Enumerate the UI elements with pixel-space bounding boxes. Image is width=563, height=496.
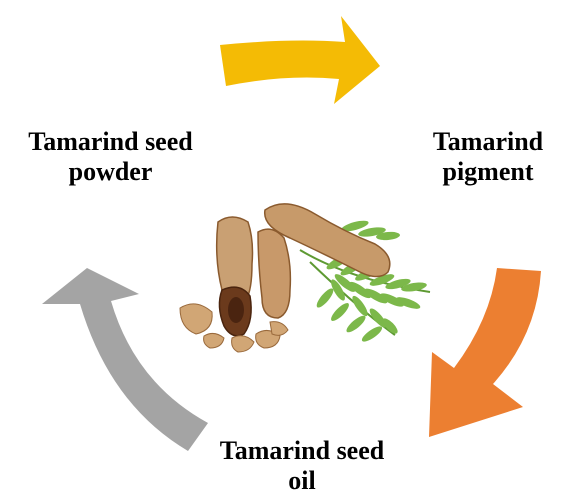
label-pigment-line2: pigment [414,157,562,187]
label-tamarind-pigment: Tamarind pigment [414,127,562,187]
arrow-left [42,268,208,451]
label-oil-line2: oil [188,466,416,496]
label-powder-line2: powder [8,157,213,187]
tamarind-pods-image [180,204,430,352]
arrow-top [220,16,380,104]
label-powder-line1: Tamarind seed [8,127,213,157]
label-tamarind-seed-oil: Tamarind seed oil [188,436,416,496]
label-pigment-line1: Tamarind [414,127,562,157]
label-tamarind-seed-powder: Tamarind seed powder [8,127,213,187]
label-oil-line1: Tamarind seed [188,436,416,466]
arrow-right [429,268,541,437]
